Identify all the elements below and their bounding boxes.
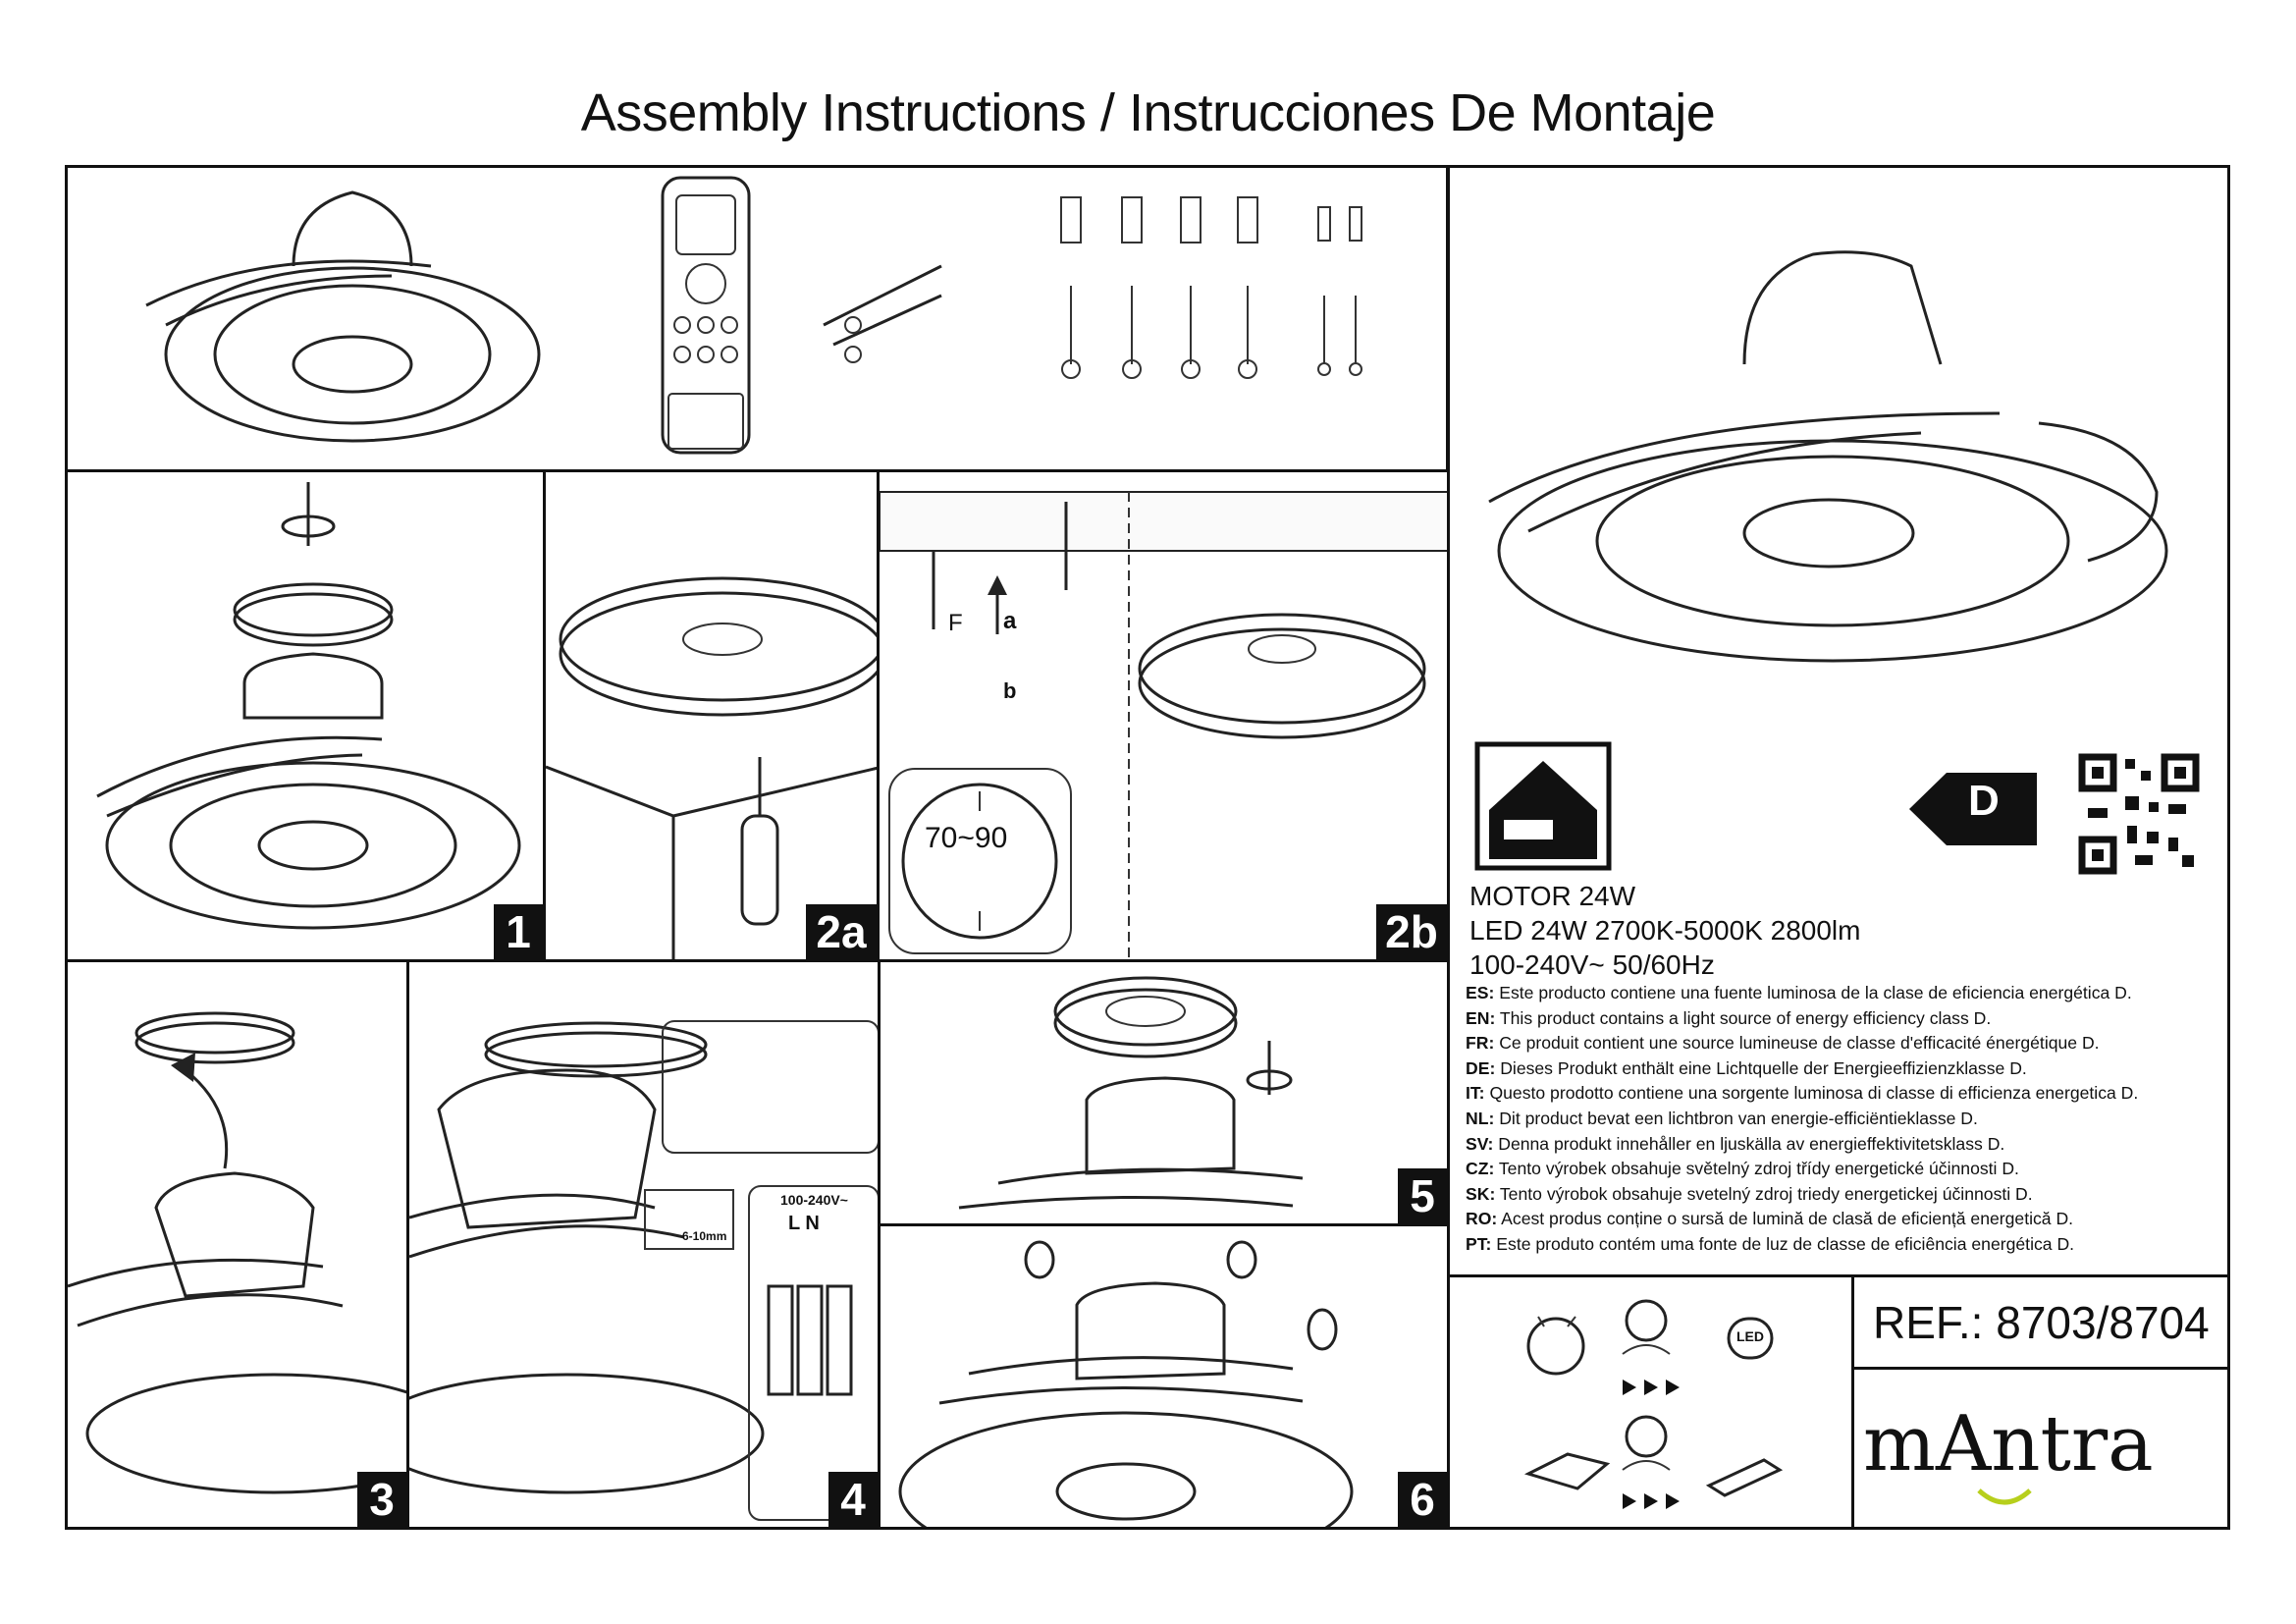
led-driver-icon — [1705, 1458, 1784, 1497]
screws-illustration — [1061, 286, 1362, 379]
energy-class-label — [1909, 773, 2037, 845]
energy-line-de: DE: Dieses Produkt enthält eine Lichtque… — [1466, 1057, 2027, 1078]
brand-logo: mAntra — [1863, 1400, 2154, 1489]
step-number-5: 5 — [1398, 1168, 1447, 1223]
step-1-panel: 1 — [65, 469, 546, 962]
curved-arrow-icon — [171, 1053, 229, 1169]
broken-lamp-icon — [1526, 1316, 1585, 1376]
step-6-illustration — [898, 1240, 1354, 1527]
step-number-2b: 2b — [1376, 904, 1447, 959]
step-6-panel: 6 — [878, 1223, 1450, 1530]
step-2a-panel: 2a — [543, 469, 880, 962]
label-b: b — [1003, 678, 1017, 703]
indoor-use-icon — [1474, 741, 1612, 871]
energy-line-es: ES: Este producto contiene una fuente lu… — [1466, 983, 2132, 1002]
qr-code-icon — [2078, 753, 2200, 875]
rotate-icon — [1024, 1240, 1338, 1351]
rotate-icon — [281, 482, 336, 546]
step-3-illustration — [68, 1011, 406, 1494]
brand-panel — [1851, 1367, 2230, 1530]
step-number-4: 4 — [828, 1472, 878, 1527]
step-5-illustration — [958, 976, 1304, 1210]
energy-line-sv: SV: Denna produkt innehåller en ljuskäll… — [1466, 1133, 2005, 1154]
step-3-panel: 3 — [65, 959, 409, 1530]
led-icon-text: LED — [1736, 1328, 1764, 1344]
energy-line-nl: NL: Dit product bevat een lichtbron van … — [1466, 1109, 1978, 1128]
strip-length-label: 6-10mm — [682, 1229, 727, 1243]
energy-line-en: EN: This product contains a light source… — [1466, 1007, 1992, 1028]
product-fan-illustration — [1488, 250, 2168, 663]
energy-line-pt: PT: Este produto contém uma fonte de luz… — [1466, 1234, 2075, 1254]
terminal-block-illustration — [767, 1284, 853, 1396]
fan-illustration — [145, 190, 541, 443]
step-2b-illustration — [880, 491, 1447, 959]
step-1-illustration — [96, 482, 521, 930]
rotate-icon — [1246, 1041, 1293, 1095]
disposal-icons-panel: LED — [1447, 1274, 1854, 1530]
label-a: a — [1003, 608, 1017, 634]
mounting-distance-label: 70~90 — [925, 822, 1008, 854]
input-voltage-label: 100-240V~ — [780, 1192, 848, 1208]
step-number-2a: 2a — [806, 904, 877, 959]
energy-line-fr: FR: Ce produit contient une source lumin… — [1466, 1033, 2100, 1054]
step-2b-panel: F a b 70~90 2b — [877, 469, 1450, 962]
label-f: F — [948, 610, 963, 636]
led-lamp-icon — [1727, 1317, 1774, 1360]
step-4-illustration — [409, 1020, 878, 1521]
parts-illustration — [145, 176, 1362, 455]
product-image-panel: D — [1447, 165, 2230, 1277]
energy-line-cz: CZ: Tento výrobek obsahuje světelný zdro… — [1466, 1159, 2019, 1179]
energy-line-sk: SK: Tento výrobok obsahuje svetelný zdro… — [1466, 1183, 2033, 1204]
screwdriver-illustration — [740, 757, 779, 926]
broken-driver-icon — [1523, 1452, 1611, 1490]
step-number-6: 6 — [1398, 1472, 1447, 1527]
page-title: Assembly Instructions / Instrucciones De… — [580, 83, 1716, 142]
step-4-panel: 6-10mm 100-240V~ L N 4 — [406, 959, 881, 1530]
spec-led: LED 24W 2700K-5000K 2800lm — [1469, 915, 1861, 946]
spec-motor: MOTOR 24W — [1469, 881, 1636, 911]
reference-number: REF.: 8703/8704 — [1873, 1297, 2210, 1348]
remote-control-illustration — [661, 176, 751, 455]
arrow-up-icon — [988, 575, 1007, 634]
step-2a-illustration — [546, 576, 877, 959]
spec-voltage: 100-240V~ 50/60Hz — [1469, 949, 1715, 980]
energy-line-ro: RO: Acest produs conține o sursă de lumi… — [1466, 1209, 2074, 1229]
disposal-icons-illustration — [1523, 1299, 1784, 1509]
brand-smile-icon — [1977, 1489, 2032, 1505]
step-5-panel: 5 — [878, 959, 1450, 1226]
anchor-bolts-illustration — [823, 264, 942, 363]
recycle-person-icon — [1622, 1299, 1671, 1355]
step-number-1: 1 — [494, 904, 543, 959]
terminal-labels: L N — [788, 1213, 820, 1234]
wall-plugs-illustration — [1060, 196, 1362, 244]
step-number-3: 3 — [357, 1472, 406, 1527]
energy-line-it: IT: Questo prodotto contiene una sorgent… — [1466, 1083, 2139, 1104]
energy-class-letter: D — [1968, 777, 2000, 825]
parts-overview-panel — [65, 165, 1449, 472]
recycle-person-icon-2 — [1622, 1415, 1671, 1471]
arrows-right-icon — [1623, 1380, 1680, 1509]
